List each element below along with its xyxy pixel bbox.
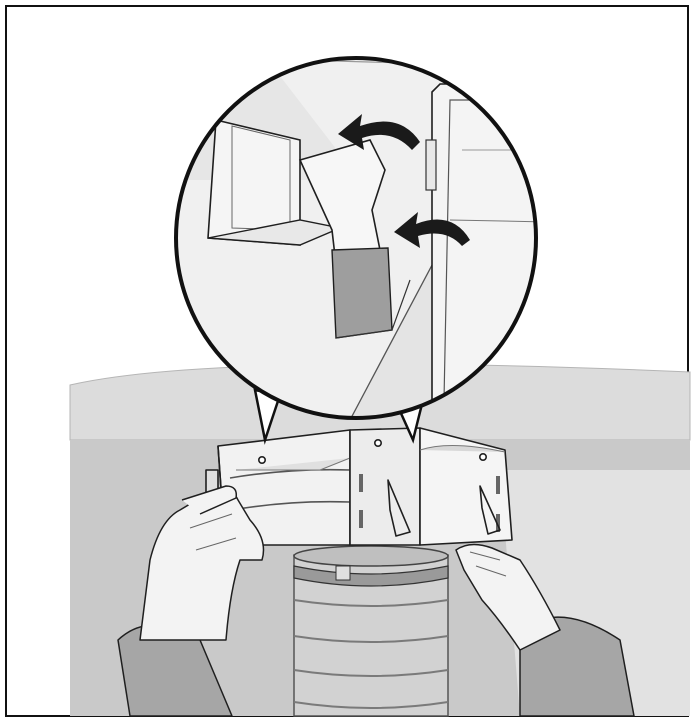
duct-pipe	[294, 546, 448, 716]
